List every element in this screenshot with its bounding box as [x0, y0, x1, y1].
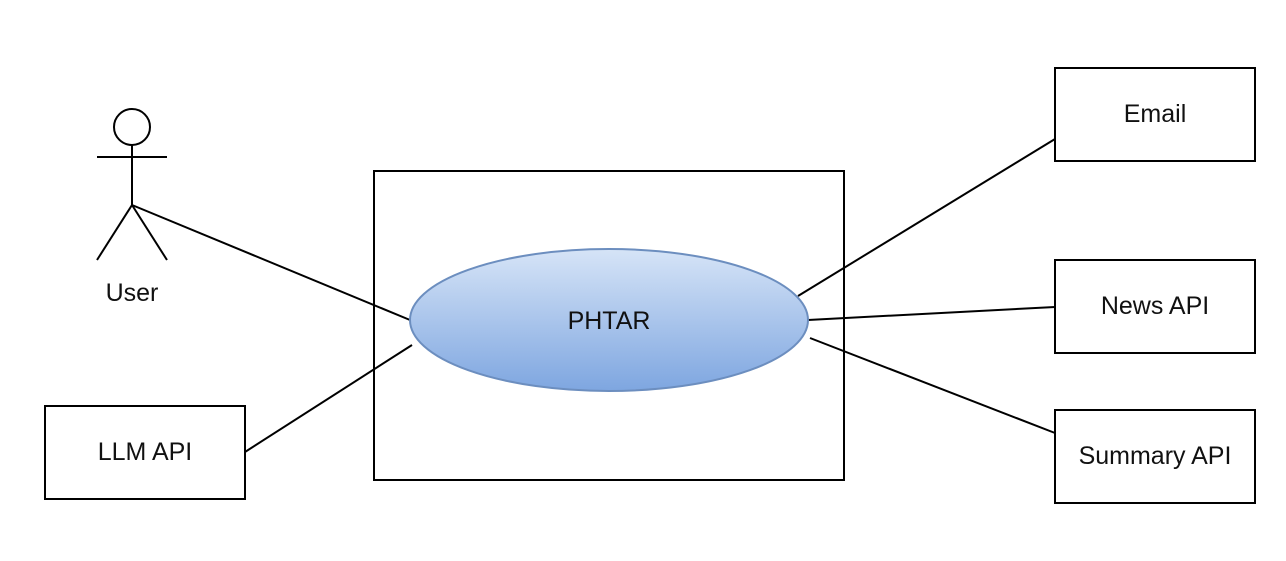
use-case-ellipse: [409, 248, 809, 392]
summary-api-label: Summary API: [1078, 442, 1232, 470]
association-phtar-news: [807, 306, 1056, 321]
actor-label: User: [105, 278, 159, 307]
news-api-box: [1054, 259, 1256, 354]
system-boundary: [373, 170, 845, 481]
association-user-phtar: [131, 204, 411, 321]
association-llm-phtar: [244, 344, 413, 453]
email-label: Email: [1123, 100, 1187, 128]
user-actor-icon: [96, 108, 168, 261]
llm-api-box: [44, 405, 246, 500]
llm-api-label: LLM API: [97, 438, 193, 466]
news-api-label: News API: [1100, 292, 1210, 320]
association-phtar-summary: [809, 337, 1056, 434]
association-phtar-email: [797, 138, 1056, 297]
summary-api-box: [1054, 409, 1256, 504]
use-case-label: PHTAR: [567, 306, 651, 335]
email-box: [1054, 67, 1256, 162]
